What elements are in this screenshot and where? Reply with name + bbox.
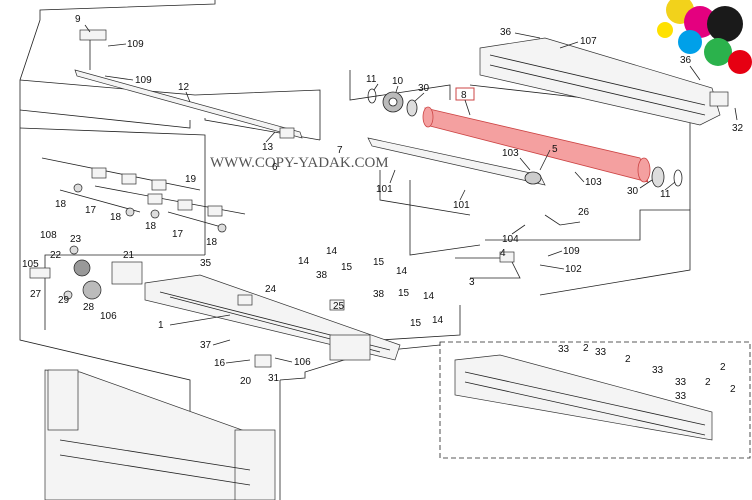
gear-parts [367, 88, 683, 188]
label-25: 25 [333, 301, 345, 312]
label-33: 33 [558, 344, 570, 355]
label-22: 22 [50, 250, 62, 261]
label-11: 11 [366, 74, 377, 85]
label-101: 101 [376, 184, 393, 195]
label-105: 105 [22, 259, 39, 270]
upper-right-frame [479, 37, 729, 126]
label-102: 102 [565, 264, 582, 275]
label-15: 15 [410, 318, 422, 329]
label-11: 11 [660, 189, 671, 200]
label-14: 14 [432, 315, 444, 326]
label-5: 5 [552, 144, 558, 155]
label-17: 17 [85, 205, 97, 216]
label-38: 38 [373, 289, 385, 300]
label-101: 101 [453, 200, 470, 211]
label-15: 15 [341, 262, 353, 273]
detail-box [439, 341, 751, 459]
label-12: 12 [178, 82, 190, 93]
label-106: 106 [100, 311, 117, 322]
label-37: 37 [200, 340, 212, 351]
label-7: 7 [337, 145, 343, 156]
top-rail [74, 29, 303, 139]
drive-gears [29, 245, 143, 300]
label-33: 33 [675, 391, 687, 402]
highlighted-roller-part-8 [422, 106, 651, 183]
label-14: 14 [396, 266, 408, 277]
label-106: 106 [294, 357, 311, 368]
label-1: 1 [158, 320, 164, 331]
leader-lines [84, 24, 738, 364]
label-30: 30 [627, 186, 639, 197]
label-17: 17 [172, 229, 184, 240]
label-19: 19 [185, 174, 197, 185]
label-104: 104 [502, 234, 519, 245]
guide-bar [367, 137, 546, 186]
label-13: 13 [262, 142, 274, 153]
label-24: 24 [265, 284, 277, 295]
label-15: 15 [398, 288, 410, 299]
logo-icon [657, 0, 752, 74]
label-18: 18 [145, 221, 157, 232]
label-9: 9 [75, 14, 81, 25]
label-14: 14 [298, 256, 310, 267]
label-10: 10 [392, 76, 404, 87]
label-36: 36 [500, 27, 512, 38]
main-frame [144, 274, 401, 368]
label-14: 14 [423, 291, 435, 302]
label-109: 109 [563, 246, 580, 257]
label-2: 2 [705, 377, 711, 388]
label-107: 107 [580, 36, 597, 47]
label-18: 18 [110, 212, 122, 223]
label-33: 33 [652, 365, 664, 376]
label-23: 23 [70, 234, 82, 245]
bottom-frame [44, 369, 276, 500]
brackets [455, 214, 581, 279]
watermark-text: WWW.COPY-YADAK.COM [210, 155, 389, 171]
label-8: 8 [461, 90, 467, 101]
label-21: 21 [123, 250, 135, 261]
label-31: 31 [268, 373, 280, 384]
label-14: 14 [326, 246, 338, 257]
label-2: 2 [720, 362, 726, 373]
label-35: 35 [200, 258, 212, 269]
label-2: 2 [583, 343, 589, 354]
label-28: 28 [83, 302, 95, 313]
label-3: 3 [469, 277, 475, 288]
label-18: 18 [55, 199, 67, 210]
label-33: 33 [595, 347, 607, 358]
label-109: 109 [135, 75, 152, 86]
label-27: 27 [30, 289, 42, 300]
label-2: 2 [730, 384, 736, 395]
label-109: 109 [127, 39, 144, 50]
label-18: 18 [206, 237, 218, 248]
label-16: 16 [214, 358, 226, 369]
label-20: 20 [240, 376, 252, 387]
roller-set [41, 157, 246, 233]
label-33: 33 [675, 377, 687, 388]
part-labels: 9 109 109 12 13 6 7 11 10 30 8 36 107 36… [22, 14, 744, 402]
label-103: 103 [585, 177, 602, 188]
label-38: 38 [316, 270, 328, 281]
label-32: 32 [732, 123, 744, 134]
label-2: 2 [625, 354, 631, 365]
label-26: 26 [578, 207, 590, 218]
detail-frame [454, 354, 713, 441]
label-6: 6 [272, 162, 278, 173]
label-103: 103 [502, 148, 519, 159]
label-30: 30 [418, 83, 430, 94]
label-108: 108 [40, 230, 57, 241]
label-4: 4 [500, 248, 506, 259]
label-36: 36 [680, 55, 692, 66]
label-15: 15 [373, 257, 385, 268]
label-29: 29 [58, 295, 70, 306]
